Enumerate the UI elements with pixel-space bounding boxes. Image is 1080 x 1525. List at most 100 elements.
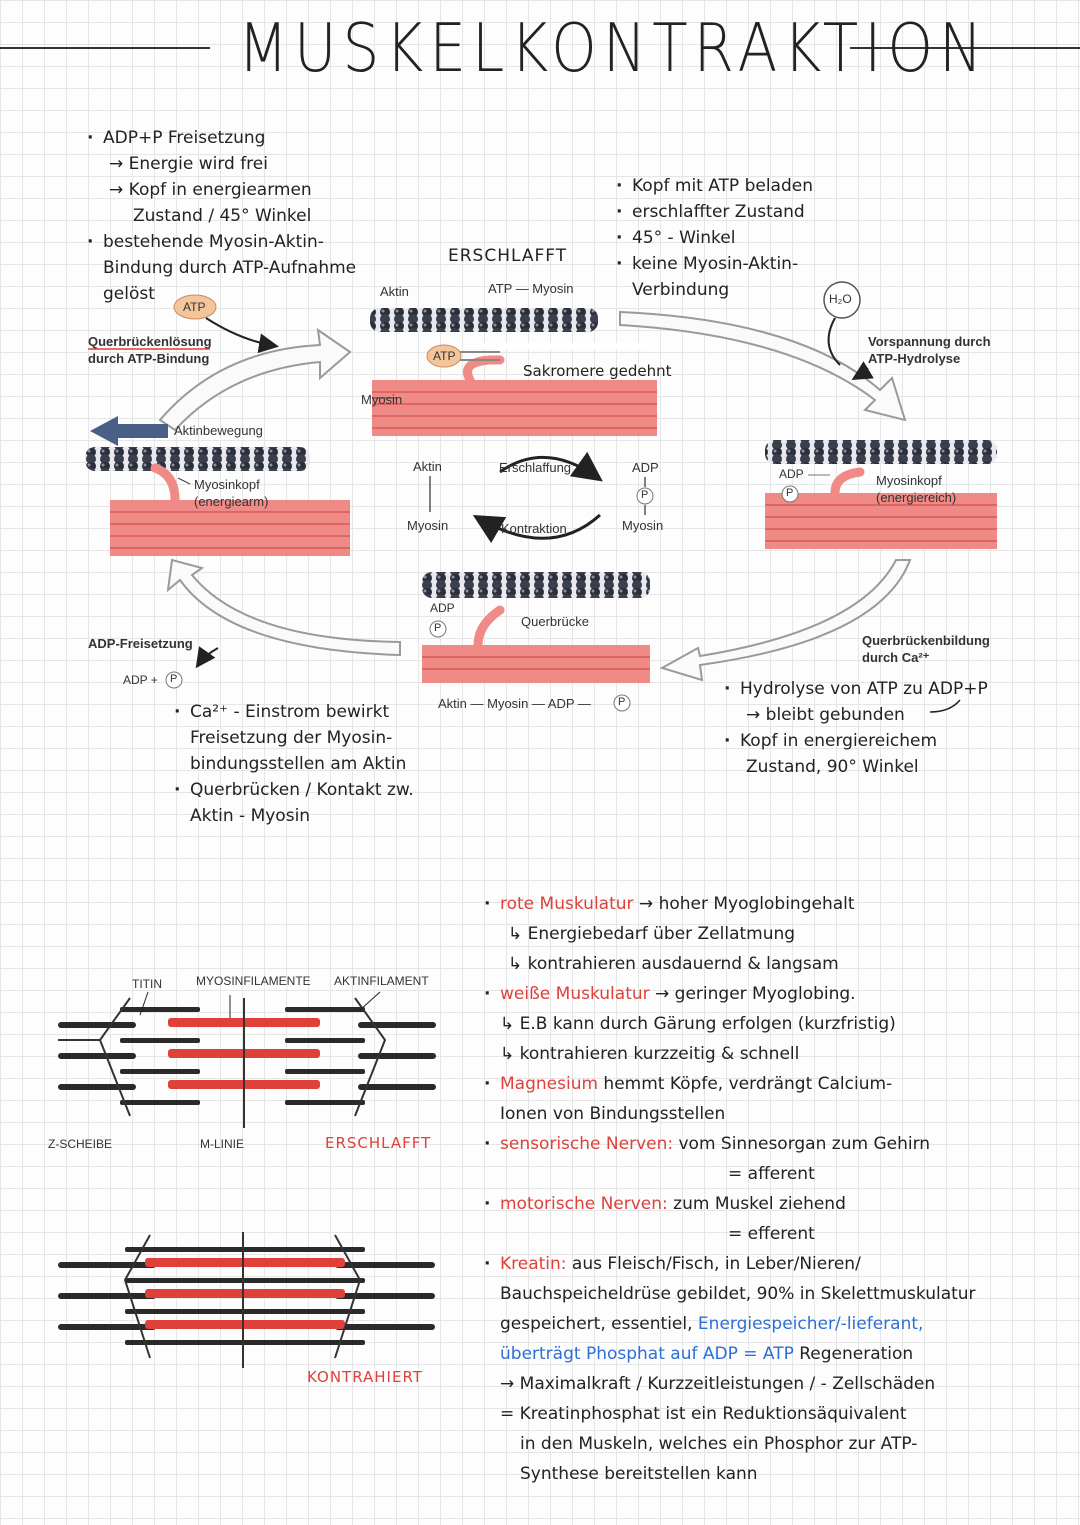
p-circle-left: P — [170, 673, 178, 685]
p-circle-center: P — [641, 489, 649, 501]
p-circle-bottom: P — [434, 622, 442, 634]
durch-atp-label: durch ATP-Bindung — [88, 351, 210, 366]
rote-muskulatur-head: rote Muskulatur — [500, 894, 634, 914]
sakromere-label: Sakromere gedehnt — [523, 362, 672, 380]
titin-label: TITIN — [132, 977, 162, 991]
note-line: Synthese bereitstellen kann — [520, 1464, 758, 1484]
energiespeicher-text: Energiespeicher/-lieferant, — [697, 1314, 924, 1334]
notes-mid-left: Ca²⁺ - Einstrom bewirkt Freisetzung der … — [190, 699, 414, 829]
myosinkopf-left: Myosinkopf — [194, 477, 260, 492]
erschlafft-sarcomere-label: ERSCHLAFFT — [325, 1134, 432, 1152]
p-circle-bottom-line: P — [618, 696, 626, 708]
atp-badge-left: ATP — [183, 300, 206, 314]
durch-ca-label: durch Ca²⁺ — [862, 650, 930, 665]
note-line: Bindung durch ATP-Aufnahme — [103, 258, 357, 278]
atp-myosin-label: ATP — Myosin — [488, 281, 574, 296]
note-line: Verbindung — [632, 280, 730, 300]
querbrueckenbildung-label: Querbrückenbildung — [862, 633, 990, 648]
note-line: Ionen von Bindungsstellen — [500, 1104, 726, 1124]
cycle-arrows — [158, 310, 912, 682]
aktin-label-top: Aktin — [380, 284, 409, 299]
myosin-block-left — [110, 500, 350, 556]
adp-plus-label: ADP + — [123, 673, 158, 687]
erschlafft-label: ERSCHLAFFT — [448, 246, 568, 266]
adp-label-right: ADP — [779, 467, 804, 481]
kreatin-head: Kreatin: — [500, 1254, 567, 1274]
title-rule-right — [850, 47, 1080, 49]
note-line: Ca²⁺ - Einstrom bewirkt — [190, 699, 414, 725]
note-line: ↳ kontrahieren kurzzeitig & schnell — [500, 1044, 800, 1064]
myosin-label-top: Myosin — [361, 392, 403, 407]
note-line: in den Muskeln, welches ein Phosphor zur… — [520, 1434, 918, 1454]
notes-mid-right: Hydrolyse von ATP zu ADP+P → bleibt gebu… — [740, 676, 988, 780]
magnesium-head: Magnesium — [500, 1074, 599, 1094]
note-line: ↳ E.B kann durch Gärung erfolgen (kurzfr… — [500, 1014, 896, 1034]
sensorische-head: sensorische Nerven: — [500, 1134, 674, 1154]
myosin-block-bottom — [422, 645, 650, 683]
note-line: = Kreatinphosphat ist ein Reduktionsäqui… — [500, 1404, 907, 1424]
h2o-label: H₂O — [829, 292, 852, 306]
adp-label-center: ADP — [632, 460, 659, 475]
energiearm-left: (energiearm) — [194, 494, 269, 509]
atp-badge-top: ATP — [433, 349, 456, 363]
motorische-text: zum Muskel ziehend — [667, 1194, 846, 1214]
notes-top-left: ADP+P Freisetzung → Energie wird frei → … — [103, 125, 356, 307]
page-title: MUSKELKONTRAKTION — [238, 8, 989, 88]
note-line: Aktin - Myosin — [190, 806, 311, 826]
myosinkopf-right: Myosinkopf — [876, 473, 942, 488]
magnesium-text: hemmt Köpfe, verdrängt Calcium- — [598, 1074, 893, 1094]
aktin-myosin-adp-label: Aktin — Myosin — ADP — — [438, 696, 591, 711]
note-line: → bleibt gebunden — [746, 705, 905, 725]
note-line: keine Myosin-Aktin- — [632, 251, 813, 277]
adp-label-bottom: ADP — [430, 601, 455, 615]
note-line: → Maximalkraft / Kurzzeitleistungen / - … — [500, 1374, 936, 1394]
weisse-muskulatur-head: weiße Muskulatur — [500, 984, 650, 1004]
note-line: Hydrolyse von ATP zu ADP+P — [740, 676, 988, 702]
aktinbewegung-arrow — [90, 416, 168, 446]
note-line: bindungsstellen am Aktin — [190, 754, 407, 774]
p-circle-right: P — [786, 487, 794, 499]
weisse-muskulatur-text: → geringer Myoglobing. — [649, 984, 856, 1004]
note-line: Zustand / 45° Winkel — [133, 206, 312, 226]
notes-top-right: Kopf mit ATP beladen erschlaffter Zustan… — [632, 173, 813, 303]
aktinfilament-label: AKTINFILAMENT — [334, 974, 429, 988]
querbrueckenloesung-label: Querbrückenlösung — [88, 334, 212, 349]
note-line: = efferent — [728, 1224, 815, 1244]
note-line: Regeneration — [793, 1344, 914, 1364]
sarcomere-contracted-graphic — [58, 1232, 435, 1368]
notes-bottom: rote Muskulatur → hoher Myoglobingehalt … — [500, 889, 976, 1489]
note-line: ↳ Energiebedarf über Zellatmung — [508, 924, 796, 944]
m-linie-label: M-LINIE — [200, 1137, 245, 1151]
note-line: Kopf mit ATP beladen — [632, 173, 813, 199]
phosphat-text: überträgt Phosphat auf ADP = ATP — [500, 1344, 794, 1364]
z-scheibe-label: Z-SCHEIBE — [48, 1137, 113, 1151]
kreatin-text: aus Fleisch/Fisch, in Leber/Nieren/ — [566, 1254, 861, 1274]
kontrahiert-sarcomere-label: KONTRAHIERT — [307, 1368, 423, 1386]
myosin-label-center-right: Myosin — [622, 518, 664, 533]
note-line: → Energie wird frei — [109, 154, 268, 174]
note-line: ↳ kontrahieren ausdauernd & langsam — [508, 954, 839, 974]
note-line: Bauchspeicheldrüse gebildet, 90% in Skel… — [500, 1284, 976, 1304]
note-line: 45° - Winkel — [632, 225, 813, 251]
sarcomere-relaxed-graphic — [58, 991, 436, 1128]
atp-hydrolyse-label: ATP-Hydrolyse — [868, 351, 961, 366]
motorische-head: motorische Nerven: — [500, 1194, 668, 1214]
myosin-block-top — [372, 380, 657, 436]
erschlaffung-label: Erschlaffung — [499, 460, 572, 475]
myosin-block-right — [765, 493, 997, 549]
adp-freisetzung-label: ADP-Freisetzung — [88, 636, 193, 651]
note-line: Freisetzung der Myosin- — [190, 728, 393, 748]
querbruecke-label: Querbrücke — [521, 614, 589, 629]
note-line: → Kopf in energiearmen — [109, 180, 312, 200]
aktin-label-center: Aktin — [413, 459, 442, 474]
sensorische-text: vom Sinnesorgan zum Gehirn — [673, 1134, 931, 1154]
vorspannung-label: Vorspannung durch — [868, 334, 991, 349]
note-line: Zustand, 90° Winkel — [746, 757, 919, 777]
note-line: gelöst — [103, 284, 155, 304]
note-line: ADP+P Freisetzung — [103, 125, 356, 151]
title-rule-left — [0, 47, 210, 49]
note-line: Kopf in energiereichem — [740, 728, 988, 754]
note-line: = afferent — [728, 1164, 815, 1184]
kontraktion-label: Kontraktion — [501, 521, 567, 536]
